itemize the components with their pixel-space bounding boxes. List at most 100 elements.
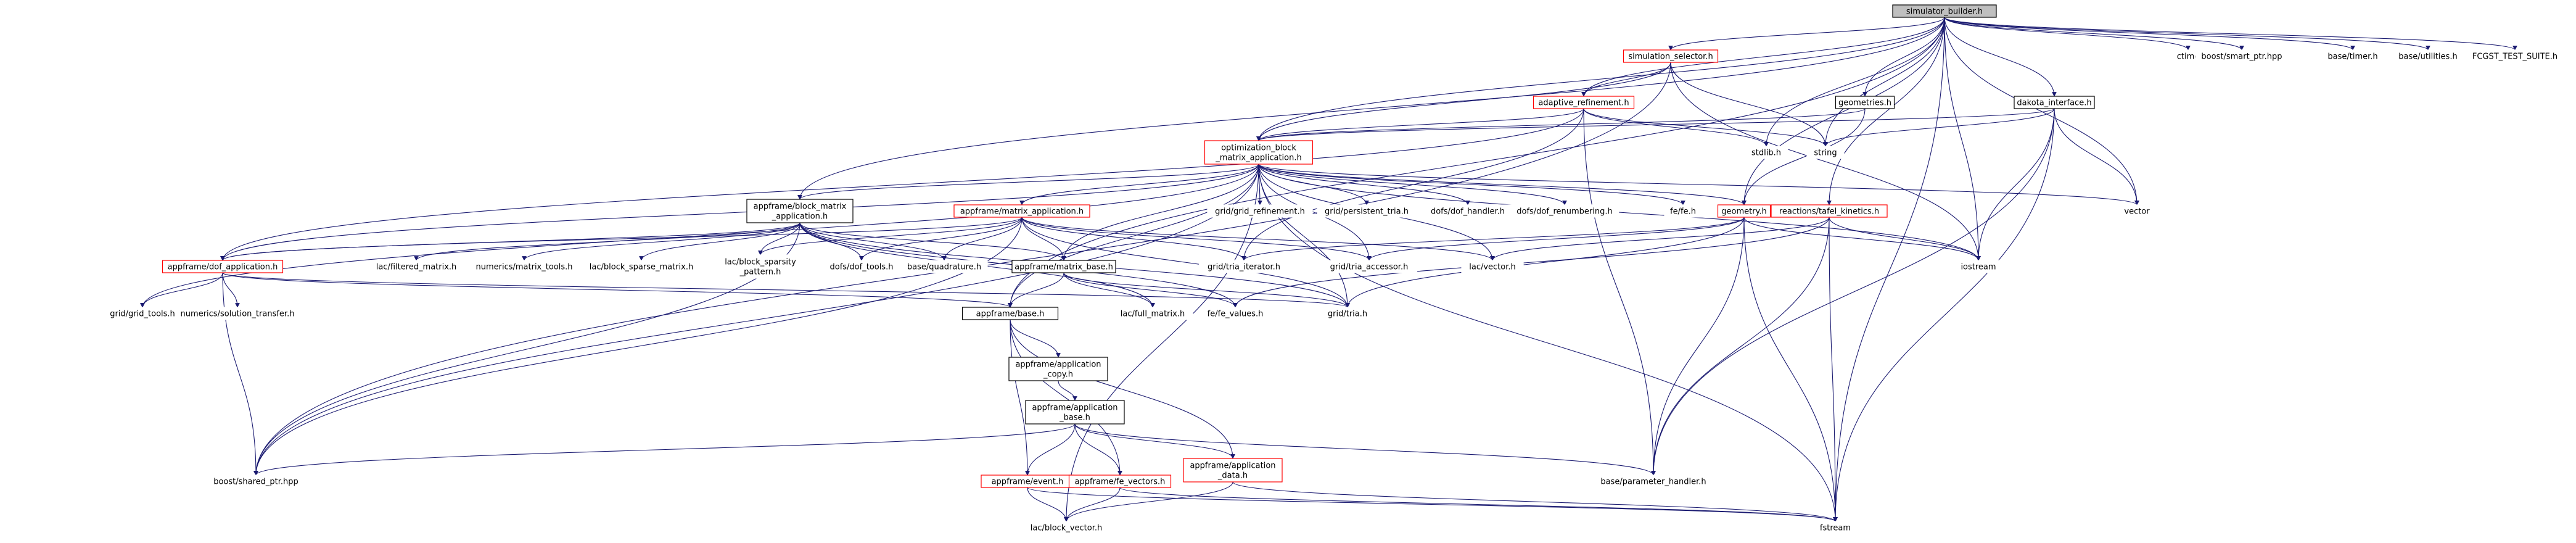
node-adaptive_refinement[interactable]: adaptive_refinement.h [1533, 96, 1635, 109]
node-matrix_base[interactable]: appframe/matrix_base.h [1011, 260, 1116, 273]
node-full_matrix[interactable]: lac/full_matrix.h [1112, 307, 1193, 320]
node-tria_iterator[interactable]: grid/tria_iterator.h [1198, 260, 1290, 273]
edge-app_data-to-fstream [1232, 481, 1838, 522]
node-box-matrix_base [1011, 260, 1116, 273]
node-string[interactable]: string [1806, 146, 1845, 159]
edge-optimization_block-to-boost_shared_ptr [253, 164, 1259, 476]
node-fe_fe[interactable]: fe/fe.h [1664, 204, 1702, 218]
edge-simulator_builder-to-reactions [1827, 17, 1945, 205]
node-block_vector[interactable]: lac/block_vector.h [1024, 521, 1109, 534]
node-lac_vector[interactable]: lac/vector.h [1461, 260, 1524, 273]
node-box-matrix_tools [468, 260, 580, 273]
node-simulator_builder[interactable]: simulator_builder.h [1892, 4, 1997, 18]
node-tria_accessor[interactable]: grid/tria_accessor.h [1320, 260, 1418, 273]
node-label-app_base: appframe/application [1032, 404, 1117, 413]
edge-optimization_block-to-fstream [1258, 164, 1838, 522]
node-solution_transfer[interactable]: numerics/solution_transfer.h [175, 307, 300, 320]
node-grid_tools[interactable]: grid/grid_tools.h [102, 307, 183, 320]
node-box-block_vector [1024, 521, 1109, 534]
node-appframe_matrix_application[interactable]: appframe/matrix_application.h [953, 204, 1090, 218]
edge-dof_application-to-boost_shared_ptr [222, 272, 258, 476]
node-grid_tria[interactable]: grid/tria.h [1317, 307, 1378, 320]
edge-appframe_event-to-block_vector [1027, 487, 1069, 522]
node-fe_vectors[interactable]: appframe/fe_vectors.h [1068, 475, 1172, 488]
edge-optimization_block-to-dof_application [220, 164, 1259, 261]
node-grid_refinement[interactable]: grid/grid_refinement.h [1207, 204, 1313, 218]
node-label-optimization_block: optimization_block [1221, 144, 1296, 153]
node-filtered_matrix[interactable]: lac/filtered_matrix.h [366, 260, 466, 273]
node-label-filtered_matrix: lac/filtered_matrix.h [376, 263, 457, 272]
node-box-base_utilities [2392, 49, 2464, 63]
node-label-appframe_block_matrix: _application.h [772, 212, 828, 222]
edge-dof_application-to-grid_tria [222, 272, 1350, 308]
edge-simulator_builder-to-geometries [1862, 17, 1945, 97]
node-block_sparse_matrix[interactable]: lac/block_sparse_matrix.h [581, 260, 702, 273]
node-matrix_tools[interactable]: numerics/matrix_tools.h [468, 260, 580, 273]
node-fcgst[interactable]: FCGST_TEST_SUITE.h [2468, 49, 2562, 63]
node-geometry[interactable]: geometry.h [1717, 204, 1771, 218]
node-dakota_interface[interactable]: dakota_interface.h [2014, 96, 2095, 109]
edge-app_base-to-app_data [1074, 423, 1235, 459]
edge-adaptive_refinement-to-string [1583, 108, 1828, 147]
node-optimization_block[interactable]: optimization_block_matrix_application.h [1204, 140, 1314, 165]
node-appframe_event[interactable]: appframe/event.h [981, 475, 1074, 488]
node-box-iostream [1956, 260, 2001, 273]
node-app_base[interactable]: appframe/application_base.h [1025, 400, 1125, 425]
node-dof_tools[interactable]: dofs/dof_tools.h [822, 260, 901, 273]
node-stdlib[interactable]: stdlib.h [1744, 146, 1788, 159]
edge-adaptive_refinement-to-optimization_block [1256, 108, 1584, 141]
node-label-fstream: fstream [1820, 524, 1851, 533]
node-persistent_tria[interactable]: grid/persistent_tria.h [1317, 204, 1417, 218]
node-parameter_handler[interactable]: base/parameter_handler.h [1594, 475, 1713, 488]
edge-simulator_builder-to-boost_smart_ptr [1944, 17, 2244, 51]
edge-geometry-to-grid_tria [1345, 217, 1745, 308]
node-app_copy[interactable]: appframe/application_copy.h [1008, 357, 1108, 381]
node-base_timer[interactable]: base/timer.h [2323, 49, 2383, 63]
node-box-fcgst [2468, 49, 2562, 63]
node-reactions[interactable]: reactions/tafel_kinetics.h [1771, 204, 1888, 218]
node-geometries[interactable]: geometries.h [1835, 96, 1895, 109]
node-label-dof_tools: dofs/dof_tools.h [830, 263, 894, 272]
edge-appframe_matrix_application-to-dof_application [220, 217, 1023, 261]
node-appframe_base[interactable]: appframe/base.h [961, 307, 1059, 320]
node-box-tria_iterator [1198, 260, 1290, 273]
node-label-fe_vectors: appframe/fe_vectors.h [1075, 478, 1166, 487]
node-label-dof_handler: dofs/dof_handler.h [1431, 207, 1505, 217]
node-label-optimization_block: _matrix_application.h [1215, 154, 1301, 163]
node-vector[interactable]: vector [2118, 204, 2156, 218]
node-app_data[interactable]: appframe/application_data.h [1183, 458, 1283, 483]
node-label-fe_fe: fe/fe.h [1670, 207, 1696, 217]
edge-optimization_block-to-block_vector [1064, 164, 1259, 522]
edge-dakota_interface-to-iostream [1976, 108, 2055, 261]
edge-appframe_base-to-app_data [1010, 319, 1235, 459]
edge-optimization_block-to-appframe_base [1008, 164, 1259, 308]
node-quadrature[interactable]: base/quadrature.h [900, 260, 988, 273]
node-fstream[interactable]: fstream [1813, 521, 1858, 534]
edge-simulator_builder-to-geometry [1742, 17, 1945, 205]
node-box-app_base [1025, 400, 1125, 425]
node-dof_application[interactable]: appframe/dof_application.h [162, 260, 284, 273]
node-label-dakota_interface: dakota_interface.h [2017, 99, 2091, 108]
node-dof_handler[interactable]: dofs/dof_handler.h [1424, 204, 1512, 218]
edge-dof_application-to-grid_tools [140, 272, 223, 308]
node-base_utilities[interactable]: base/utilities.h [2392, 49, 2464, 63]
edge-appframe_base-to-fe_vectors [1010, 319, 1122, 476]
node-label-boost_smart_ptr: boost/smart_ptr.hpp [2201, 52, 2282, 62]
edge-fe_vectors-to-block_vector [1064, 487, 1121, 522]
edge-appframe_base-to-appframe_event [1010, 319, 1030, 476]
node-boost_shared_ptr[interactable]: boost/shared_ptr.hpp [204, 475, 308, 488]
node-fe_values[interactable]: fe/fe_values.h [1201, 307, 1270, 320]
node-boost_smart_ptr[interactable]: boost/smart_ptr.hpp [2195, 49, 2289, 63]
node-iostream[interactable]: iostream [1956, 260, 2001, 273]
edge-reactions-to-fe_values [1233, 217, 1830, 308]
edge-simulator_builder-to-string [1823, 17, 1945, 147]
node-label-dof_application: appframe/dof_application.h [168, 263, 278, 272]
node-simulation_selector[interactable]: simulation_selector.h [1623, 49, 1719, 63]
edge-adaptive_refinement-to-stdlib [1583, 108, 1769, 147]
node-dof_renumbering[interactable]: dofs/dof_renumbering.h [1510, 204, 1619, 218]
node-block_sparsity[interactable]: lac/block_sparsity_pattern.h [710, 254, 810, 279]
node-label-solution_transfer: numerics/solution_transfer.h [181, 310, 295, 319]
edge-reactions-to-lac_vector [1490, 217, 1830, 261]
node-label-reactions: reactions/tafel_kinetics.h [1779, 207, 1879, 217]
node-appframe_block_matrix[interactable]: appframe/block_matrix_application.h [746, 199, 854, 223]
